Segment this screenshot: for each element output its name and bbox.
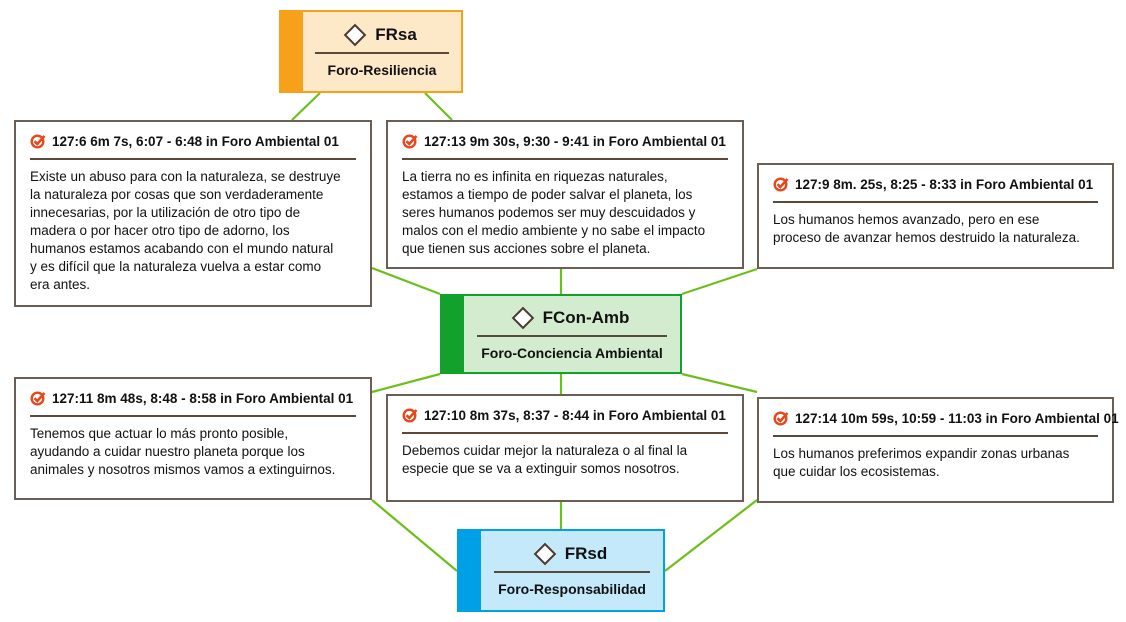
- link-frsd-quote-6: [664, 499, 758, 572]
- quotation-node-127-14[interactable]: 127:14 10m 59s, 10:59 - 11:03 in Foro Am…: [757, 397, 1119, 503]
- code-color-stripe: [281, 12, 303, 91]
- quotation-text: Existe un abuso para con la naturaleza, …: [30, 169, 341, 292]
- quotation-header: 127:11 8m 48s, 8:48 - 8:58 in Foro Ambie…: [52, 390, 354, 406]
- code-name: Foro-Conciencia Ambiental: [481, 344, 663, 361]
- divider: [402, 158, 728, 160]
- link-fcon-quote-6: [681, 372, 758, 394]
- code-label: FRsa: [375, 25, 417, 44]
- quotation-text: Debemos cuidar mejor la naturaleza o al …: [402, 443, 688, 476]
- code-color-stripe: [459, 531, 481, 610]
- quotation-header: 127:6 6m 7s, 6:07 - 6:48 in Foro Ambient…: [52, 133, 339, 149]
- quotation-header: 127:10 8m 37s, 8:37 - 8:44 in Foro Ambie…: [424, 407, 726, 423]
- quotation-text: Los humanos hemos avanzado, pero en ese …: [773, 212, 1080, 245]
- divider: [773, 201, 1098, 203]
- code-name: Foro-Responsabilidad: [498, 581, 646, 597]
- link-frsa-quote-1: [291, 92, 321, 121]
- link-frsa-quote-2: [424, 92, 453, 121]
- code-name: Foro-Resiliencia: [327, 62, 437, 78]
- quotation-header: 127:9 8m. 25s, 8:25 - 8:33 in Foro Ambie…: [795, 176, 1094, 192]
- quotation-node-127-10[interactable]: 127:10 8m 37s, 8:37 - 8:44 in Foro Ambie…: [386, 394, 744, 502]
- code-node-frsa[interactable]: FRsa Foro-Resiliencia: [279, 10, 463, 93]
- code-node-frsd[interactable]: FRsd Foro-Responsabilidad: [457, 529, 665, 612]
- divider: [494, 571, 650, 573]
- divider: [30, 158, 356, 160]
- code-label: FCon-Amb: [542, 307, 630, 327]
- code-color-stripe: [442, 296, 464, 372]
- quotation-node-127-13[interactable]: 127:13 9m 30s, 9:30 - 9:41 in Foro Ambie…: [386, 120, 744, 269]
- checkmark-icon: [773, 177, 789, 192]
- link-fcon-quote-3: [681, 267, 758, 296]
- quotation-text: La tierra no es infinita en riquezas nat…: [402, 169, 706, 256]
- code-node-fcon-amb[interactable]: FCon-Amb Foro-Conciencia Ambiental: [440, 294, 682, 374]
- checkmark-icon: [30, 391, 46, 406]
- code-label: FRsd: [564, 544, 608, 563]
- diamond-icon: [533, 542, 557, 566]
- quotation-node-127-11[interactable]: 127:11 8m 48s, 8:48 - 8:58 in Foro Ambie…: [14, 377, 372, 500]
- quotation-text: Tenemos que actuar lo más pronto posible…: [30, 426, 336, 477]
- divider: [477, 334, 667, 337]
- divider: [402, 432, 728, 434]
- quotation-header: 127:13 9m 30s, 9:30 - 9:41 in Foro Ambie…: [424, 133, 726, 149]
- quotation-node-127-6[interactable]: 127:6 6m 7s, 6:07 - 6:48 in Foro Ambient…: [14, 120, 372, 307]
- checkmark-icon: [402, 134, 418, 149]
- link-fcon-quote-1: [371, 266, 441, 296]
- link-frsd-quote-4: [371, 499, 458, 572]
- checkmark-icon: [773, 411, 789, 426]
- quotation-text: Los humanos preferimos expandir zonas ur…: [773, 446, 1070, 479]
- divider: [315, 52, 449, 54]
- quotation-header: 127:14 10m 59s, 10:59 - 11:03 in Foro Am…: [795, 410, 1119, 426]
- divider: [30, 415, 356, 417]
- checkmark-icon: [30, 134, 46, 149]
- divider: [773, 435, 1098, 437]
- quotation-node-127-9[interactable]: 127:9 8m. 25s, 8:25 - 8:33 in Foro Ambie…: [757, 163, 1114, 269]
- checkmark-icon: [402, 408, 418, 423]
- diamond-icon: [343, 23, 367, 47]
- diamond-icon: [511, 306, 534, 329]
- link-fcon-quote-4: [371, 372, 441, 394]
